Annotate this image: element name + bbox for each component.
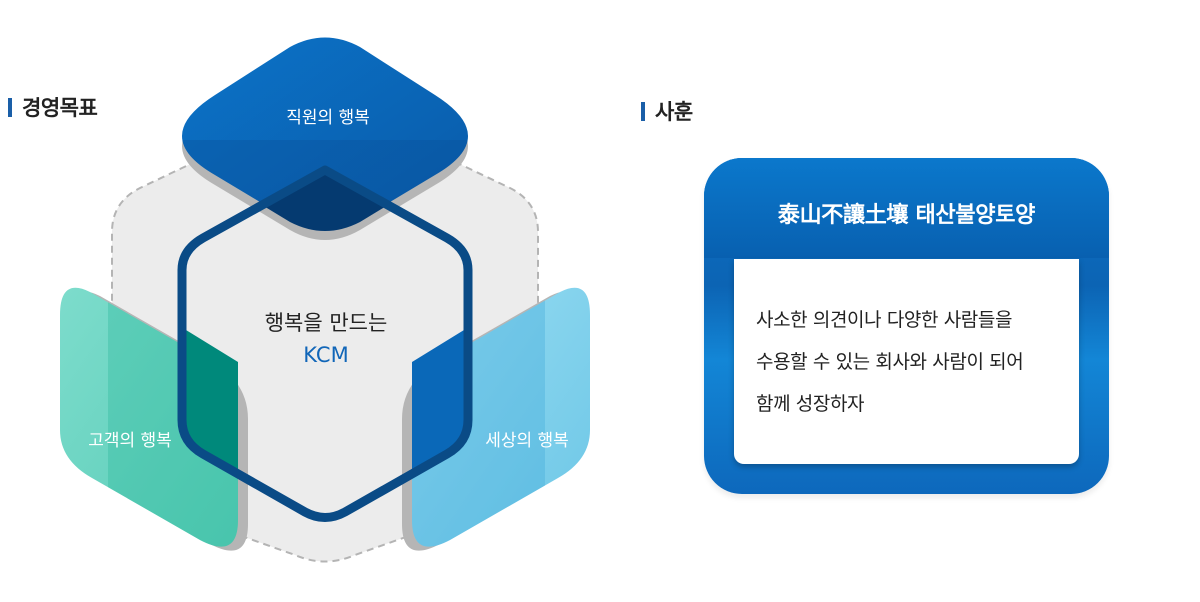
- motto-card: 泰山不讓土壤 태산불양토양 사소한 의견이나 다양한 사람들을 수용할 수 있는…: [704, 158, 1109, 494]
- left-overlap: [186, 330, 238, 470]
- center-label-line1: 행복을 만드는: [265, 311, 388, 335]
- title-bar-marker: [641, 101, 645, 121]
- center-label-line2: KCM: [303, 343, 348, 367]
- goal-section-title: 경영목표: [8, 92, 98, 122]
- center-hexagon: [177, 165, 473, 522]
- motto-card-body: 사소한 의견이나 다양한 사람들을 수용할 수 있는 회사와 사람이 되어 함께…: [734, 259, 1079, 464]
- management-goal-diagram: 직원의 행복 고객의 행복 세상의 행복 행복을 만드는 KCM: [60, 37, 590, 563]
- top-overlap: [262, 170, 388, 231]
- left-petal-label: 고객의 행복: [88, 431, 172, 451]
- goal-title-text: 경영목표: [22, 96, 98, 120]
- top-petal-label: 직원의 행복: [286, 108, 370, 128]
- motto-section-title: 사훈: [641, 96, 693, 126]
- motto-line-2: 수용할 수 있는 회사와 사람이 되어: [756, 351, 1024, 373]
- motto-title-text: 사훈: [655, 100, 693, 124]
- motto-line-3: 함께 성장하자: [756, 393, 865, 415]
- motto-card-header: 泰山不讓土壤 태산불양토양: [704, 158, 1109, 258]
- motto-heading: 泰山不讓土壤 태산불양토양: [777, 203, 1036, 228]
- motto-line-1: 사소한 의견이나 다양한 사람들을: [756, 309, 1013, 331]
- title-bar-marker: [8, 97, 12, 117]
- right-petal-label: 세상의 행복: [485, 431, 569, 451]
- right-overlap: [412, 330, 464, 470]
